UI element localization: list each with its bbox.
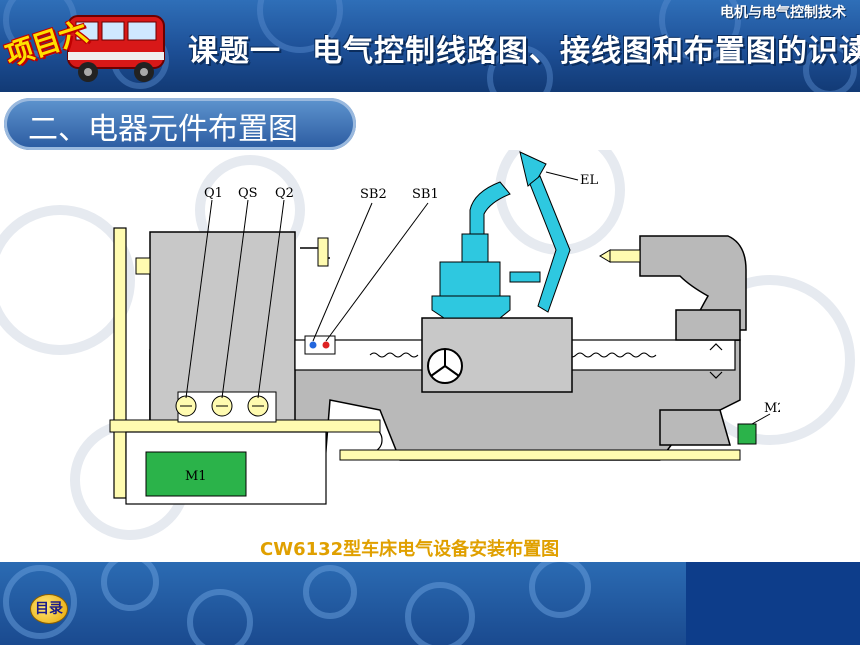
footer-dark-block <box>686 562 860 645</box>
cross-slide <box>431 295 511 319</box>
home-button-label[interactable]: 目录 <box>35 601 63 617</box>
button-sb2 <box>309 341 317 349</box>
tool-arm <box>469 181 511 235</box>
work-lamp-arm <box>529 175 571 313</box>
label-m2: M2 <box>764 401 780 416</box>
compound-rest <box>439 261 501 297</box>
footer-gear-pattern <box>3 562 591 645</box>
label-sb1: SB1 <box>412 187 439 202</box>
rail-bracket-top <box>135 257 151 275</box>
left-rail <box>113 227 127 499</box>
home-button[interactable] <box>30 594 68 624</box>
motor-m2 <box>737 423 757 445</box>
label-qs: QS <box>238 186 258 201</box>
section-title: 二、电器元件布置图 <box>28 112 298 147</box>
label-sb2: SB2 <box>360 187 387 202</box>
button-box <box>304 335 336 355</box>
label-q2: Q2 <box>275 186 294 201</box>
motor-m1 <box>145 451 247 497</box>
tailstock-quill <box>609 249 641 263</box>
lead-screw <box>339 449 741 461</box>
spindle-chuck <box>317 237 329 267</box>
course-title: 电机与电气控制技术 <box>720 5 846 21</box>
topic-title: 课题一 电气控制线路图、接线图和布置图的识读 <box>188 34 860 69</box>
button-sb1 <box>322 341 330 349</box>
label-q1: Q1 <box>204 186 223 201</box>
label-el: EL <box>580 173 598 188</box>
tool-holder <box>461 233 489 263</box>
diagram-caption: CW6132型车床电气设备安装布置图 <box>260 539 560 560</box>
label-m1: M1 <box>185 469 207 484</box>
header-banner: 项目六 电机与电气控制技术 课题一 电气控制线路图、接线图和布置图的识读 <box>0 0 860 92</box>
section-title-pill: 二、电器元件布置图 <box>4 98 356 150</box>
lathe-layout-diagram: M1 Q1 QS Q2 SB2 SB1 EL M2 <box>109 151 780 505</box>
bus-illustration <box>62 2 172 92</box>
lathe-leg-right <box>659 409 731 446</box>
